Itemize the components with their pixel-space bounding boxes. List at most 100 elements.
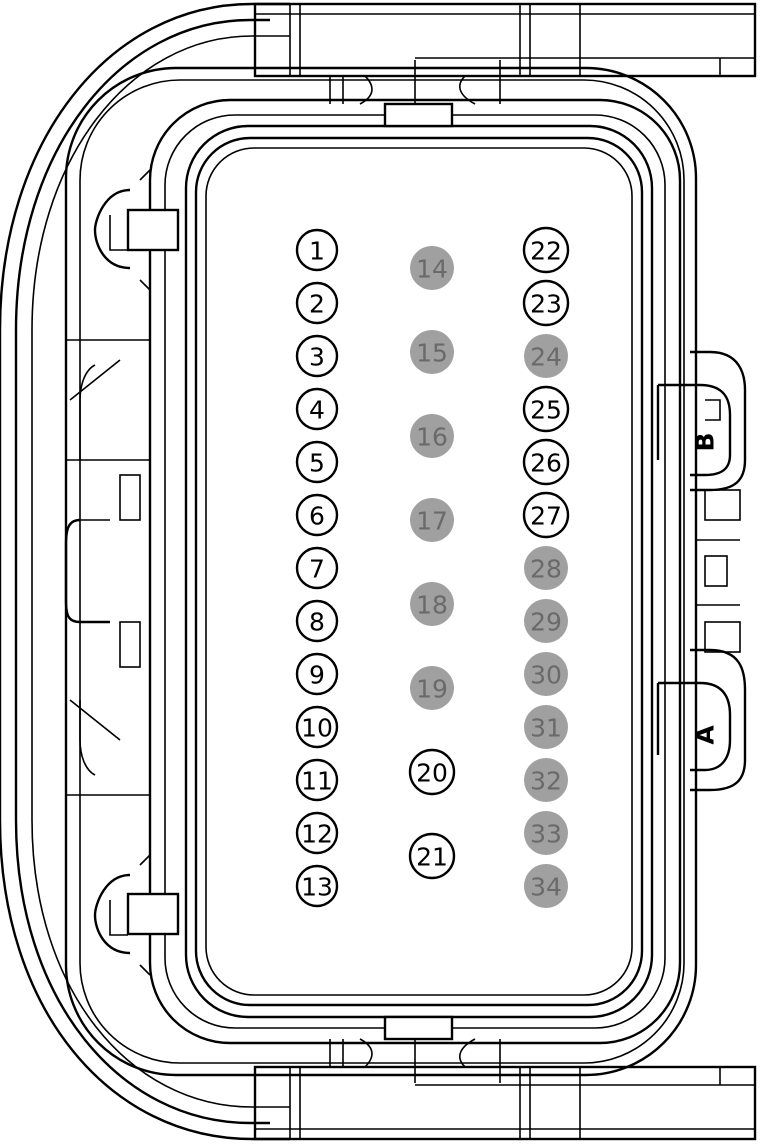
pin-cavity: 9	[295, 652, 339, 696]
pin-number-label: 30	[530, 661, 562, 690]
pin-cavity: 30	[524, 652, 568, 696]
key-b-tab	[656, 350, 747, 492]
pin-number-label: 20	[416, 759, 448, 788]
pin-circle-unpopulated	[410, 666, 454, 710]
pin-number-label: 5	[309, 449, 325, 478]
pin-number-label: 32	[530, 767, 562, 796]
pin-number-label: 25	[530, 396, 562, 425]
pin-number-label: 6	[309, 502, 325, 531]
right-side-detail	[696, 489, 741, 653]
pin-circle-unpopulated	[410, 246, 454, 290]
pin-cavity: 17	[410, 498, 454, 542]
pin-circle-unpopulated	[410, 498, 454, 542]
pin-number-label: 24	[530, 343, 562, 372]
pin-number-label: 12	[301, 820, 333, 849]
pin-number-label: 13	[301, 873, 333, 902]
pin-circle-populated	[295, 758, 339, 802]
pin-cavity: 24	[524, 334, 568, 378]
pin-circle-populated	[522, 385, 570, 433]
pin-cavity: 29	[524, 599, 568, 643]
pin-circle-populated	[522, 226, 570, 274]
pin-cavity: 27	[522, 491, 570, 539]
pin-column-middle: 14 15 16 17 18 19 20 21	[408, 246, 456, 880]
pin-circle-populated	[295, 387, 339, 431]
left-side-detail	[64, 339, 150, 796]
pin-circle-populated	[522, 279, 570, 327]
pin-cavity: 8	[295, 599, 339, 643]
pin-circle-populated	[522, 438, 570, 486]
pin-number-label: 33	[530, 820, 562, 849]
key-label-b: B	[691, 432, 720, 451]
pin-cavity: 14	[410, 246, 454, 290]
key-a-tab	[656, 648, 747, 792]
top-key	[329, 60, 501, 128]
pin-number-label: 3	[309, 343, 325, 372]
pin-number-label: 14	[416, 255, 448, 284]
pin-cavity: 11	[295, 758, 339, 802]
pin-cavity: 15	[410, 330, 454, 374]
pin-circle-populated	[295, 705, 339, 749]
pin-cavity: 32	[524, 758, 568, 802]
pin-cavity: 22	[522, 226, 570, 274]
top-rails	[253, 2, 757, 78]
pin-cavity: 16	[410, 414, 454, 458]
pin-circle-populated	[408, 748, 456, 796]
left-latch-upper	[93, 169, 180, 291]
pin-cavity: 5	[295, 440, 339, 484]
pin-cavity: 25	[522, 385, 570, 433]
pin-number-label: 23	[530, 290, 562, 319]
pin-number-label: 16	[416, 423, 448, 452]
pin-cavity: 3	[295, 334, 339, 378]
pin-cavity: 21	[408, 832, 456, 880]
pin-cavity: 33	[524, 811, 568, 855]
pin-cavity: 34	[524, 864, 568, 908]
pin-circle-populated	[295, 546, 339, 590]
pin-number-label: 11	[301, 767, 333, 796]
pin-cavity: 20	[408, 748, 456, 796]
pin-cavity: 12	[295, 811, 339, 855]
pin-number-label: 17	[416, 507, 448, 536]
pin-circle-unpopulated	[410, 330, 454, 374]
pin-number-label: 1	[309, 237, 325, 266]
pin-number-label: 26	[530, 449, 562, 478]
pin-number-label: 28	[530, 555, 562, 584]
pin-number-label: 29	[530, 608, 562, 637]
pin-circle-populated	[295, 334, 339, 378]
pin-circle-populated	[295, 811, 339, 855]
pin-circle-unpopulated	[524, 864, 568, 908]
pin-number-label: 22	[530, 237, 562, 266]
pin-number-label: 7	[309, 555, 325, 584]
key-label-a: A	[691, 725, 720, 745]
pin-circle-unpopulated	[524, 811, 568, 855]
pin-cavity: 4	[295, 387, 339, 431]
pin-circle-unpopulated	[524, 334, 568, 378]
pin-number-label: 21	[416, 843, 448, 872]
pin-number-label: 9	[309, 661, 325, 690]
pin-number-label: 27	[530, 502, 562, 531]
pin-cavity: 19	[410, 666, 454, 710]
pin-number-label: 8	[309, 608, 325, 637]
pin-number-label: 34	[530, 873, 562, 902]
pin-cavity: 26	[522, 438, 570, 486]
pin-circle-unpopulated	[524, 599, 568, 643]
bottom-key	[329, 1015, 501, 1083]
pin-circle-unpopulated	[524, 758, 568, 802]
pin-circle-populated	[295, 228, 339, 272]
pin-circle-unpopulated	[524, 705, 568, 749]
pin-cavity: 18	[410, 582, 454, 626]
pin-cavity: 7	[295, 546, 339, 590]
pin-number-label: 18	[416, 591, 448, 620]
pin-circle-populated	[295, 493, 339, 537]
pin-number-label: 2	[309, 290, 325, 319]
pin-number-label: 19	[416, 675, 448, 704]
pin-cavity: 23	[522, 279, 570, 327]
pin-number-label: 10	[301, 714, 333, 743]
pin-cavity: 2	[295, 281, 339, 325]
pin-circle-populated	[295, 440, 339, 484]
outer-shroud	[0, 2, 290, 1141]
pin-circle-unpopulated	[410, 414, 454, 458]
